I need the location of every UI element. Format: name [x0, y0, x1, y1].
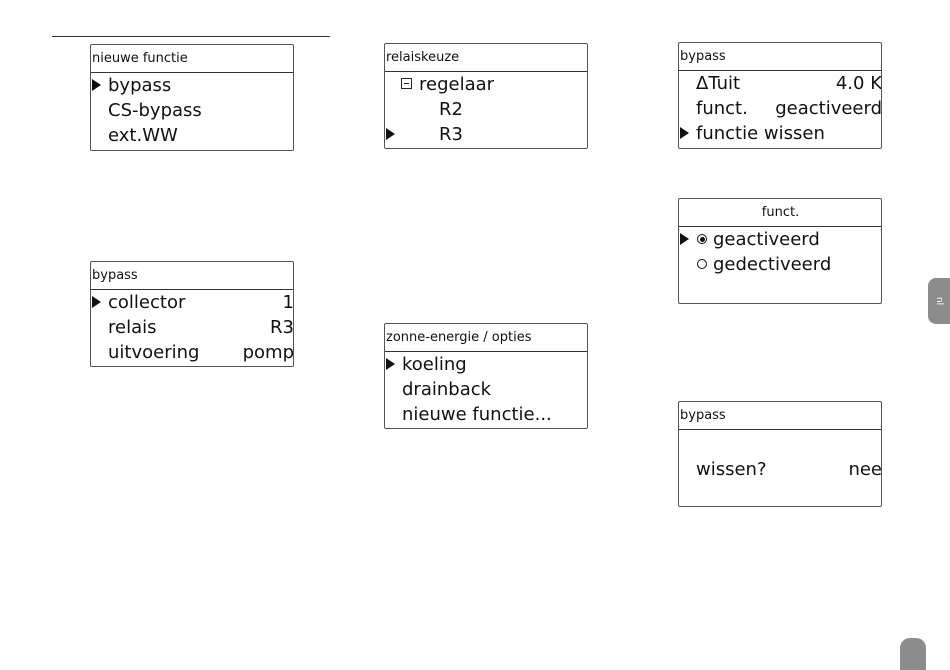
tree-item-r2[interactable]: R2: [385, 97, 587, 122]
menu-item-label: functie wissen: [696, 121, 825, 146]
screen-funct: funct. geactiveerd gedectiveerd: [678, 198, 882, 304]
setting-uitvoering[interactable]: uitvoering pomp: [91, 340, 293, 365]
page-corner-tab: [900, 638, 926, 670]
screen-title: bypass: [679, 402, 881, 430]
menu-item-label: ext.WW: [108, 123, 178, 148]
collapse-minus-icon[interactable]: [401, 78, 412, 89]
pointer-icon: [680, 233, 689, 245]
setting-label: relais: [108, 315, 157, 340]
menu-item-nieuwe-functie[interactable]: nieuwe functie...: [385, 402, 587, 427]
screen-title: bypass: [91, 262, 293, 290]
option-geactiveerd[interactable]: geactiveerd: [679, 227, 881, 252]
menu-item-bypass[interactable]: bypass: [91, 73, 293, 98]
pointer-icon: [680, 127, 689, 139]
tree-item-regelaar[interactable]: regelaar: [385, 72, 587, 97]
menu-item-funct[interactable]: funct. geactiveerd: [679, 96, 881, 121]
setting-collector[interactable]: collector 1: [91, 290, 293, 315]
pointer-icon: [386, 358, 395, 370]
menu-item-value: 4.0 K: [836, 71, 882, 96]
option-label: gedectiveerd: [713, 252, 831, 277]
screen-nieuwe-functie: nieuwe functie bypass CS-bypass ext.WW: [90, 44, 294, 151]
tree-item-r3[interactable]: R3: [385, 122, 587, 147]
confirm-answer[interactable]: nee: [848, 457, 882, 482]
language-tab-label: nl: [934, 297, 944, 305]
menu-item-label: ΔTuit: [696, 71, 740, 96]
menu-item-value: geactiveerd: [775, 96, 882, 121]
confirm-row[interactable]: wissen? nee: [679, 457, 881, 482]
setting-label: uitvoering: [108, 340, 199, 365]
menu-item-cs-bypass[interactable]: CS-bypass: [91, 98, 293, 123]
screen-bypass-wissen: bypass wissen? nee: [678, 401, 882, 507]
menu-item-label: drainback: [402, 377, 491, 402]
setting-label: collector: [108, 290, 185, 315]
option-label: geactiveerd: [713, 227, 820, 252]
screen-relaiskeuze: relaiskeuze regelaar R2 R3: [384, 43, 588, 149]
setting-value: 1: [283, 290, 294, 315]
screen-title: zonne-energie / opties: [385, 324, 587, 352]
tree-item-label: R3: [439, 122, 463, 147]
menu-item-label: koeling: [402, 352, 467, 377]
screen-title: funct.: [679, 199, 881, 227]
screen-title: nieuwe functie: [91, 45, 293, 73]
pointer-icon: [386, 128, 395, 140]
pointer-icon: [92, 296, 101, 308]
menu-item-label: nieuwe functie...: [402, 402, 552, 427]
menu-item-label: CS-bypass: [108, 98, 202, 123]
screen-zonne-energie-opties: zonne-energie / opties koeling drainback…: [384, 323, 588, 429]
menu-item-label: bypass: [108, 73, 171, 98]
tree-item-label: R2: [439, 97, 463, 122]
radio-unselected-icon[interactable]: [697, 259, 707, 269]
menu-item-drainback[interactable]: drainback: [385, 377, 587, 402]
menu-item-functie-wissen[interactable]: functie wissen: [679, 121, 881, 146]
top-rule: [52, 36, 330, 37]
confirm-question: wissen?: [696, 457, 767, 482]
pointer-icon: [92, 79, 101, 91]
screen-bypass-menu: bypass ΔTuit 4.0 K funct. geactiveerd fu…: [678, 42, 882, 149]
menu-item-koeling[interactable]: koeling: [385, 352, 587, 377]
menu-item-ext-ww[interactable]: ext.WW: [91, 123, 293, 148]
menu-item-label: funct.: [696, 96, 748, 121]
menu-item-delta-tuit[interactable]: ΔTuit 4.0 K: [679, 71, 881, 96]
option-gedectiveerd[interactable]: gedectiveerd: [679, 252, 881, 277]
radio-selected-icon[interactable]: [697, 234, 707, 244]
screen-title: bypass: [679, 43, 881, 71]
screen-bypass-settings: bypass collector 1 relais R3 uitvoering …: [90, 261, 294, 367]
language-side-tab: nl: [928, 278, 950, 324]
setting-value: R3: [270, 315, 294, 340]
screen-title: relaiskeuze: [385, 44, 587, 72]
tree-item-label: regelaar: [419, 72, 494, 97]
setting-value: pomp: [243, 340, 294, 365]
setting-relais[interactable]: relais R3: [91, 315, 293, 340]
